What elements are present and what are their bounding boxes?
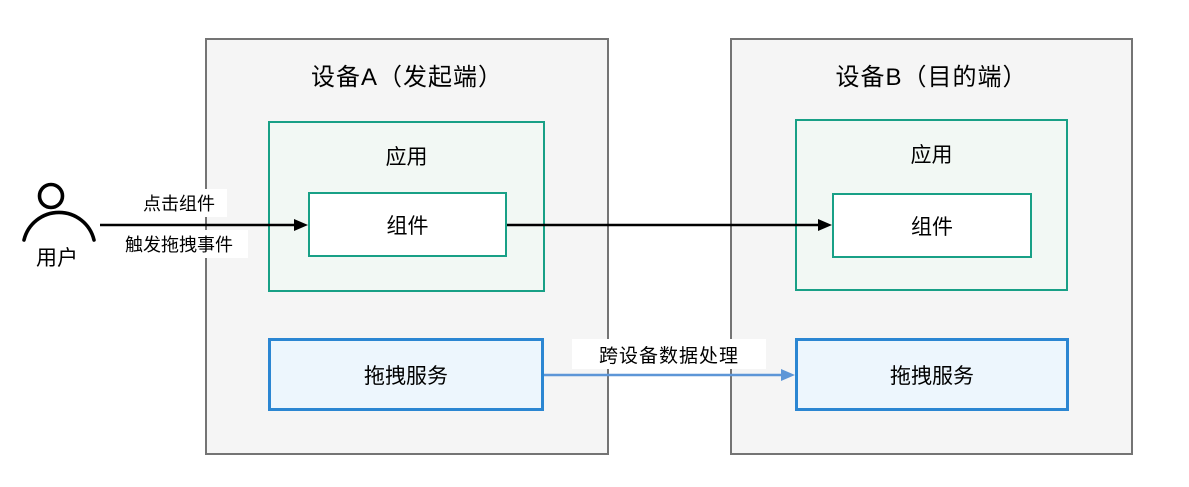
device-b-component-label: 组件 <box>911 215 953 239</box>
arrow-label-trigger-drag-event: 触发拖拽事件 <box>110 230 248 258</box>
device-a-title: 设备A（发起端） <box>310 64 503 91</box>
actor-label: 用户 <box>36 247 78 270</box>
device-a-component-label: 组件 <box>386 214 429 238</box>
arrow-label-click-component: 点击组件 <box>131 189 227 217</box>
device-b-service-label: 拖拽服务 <box>890 364 974 388</box>
device-b-title: 设备B（目的端） <box>835 64 1028 91</box>
device-b-service-box: 拖拽服务 <box>795 338 1069 411</box>
arrow-label-cross-device-data-processing: 跨设备数据处理 <box>572 339 766 369</box>
device-a-component-box: 组件 <box>308 192 507 257</box>
person-icon <box>22 182 96 242</box>
device-a-app-label: 应用 <box>385 146 428 169</box>
device-b-app-label: 应用 <box>910 144 953 167</box>
device-a-service-box: 拖拽服务 <box>268 338 544 411</box>
device-b-component-box: 组件 <box>832 193 1032 258</box>
device-a-service-label: 拖拽服务 <box>364 364 448 388</box>
